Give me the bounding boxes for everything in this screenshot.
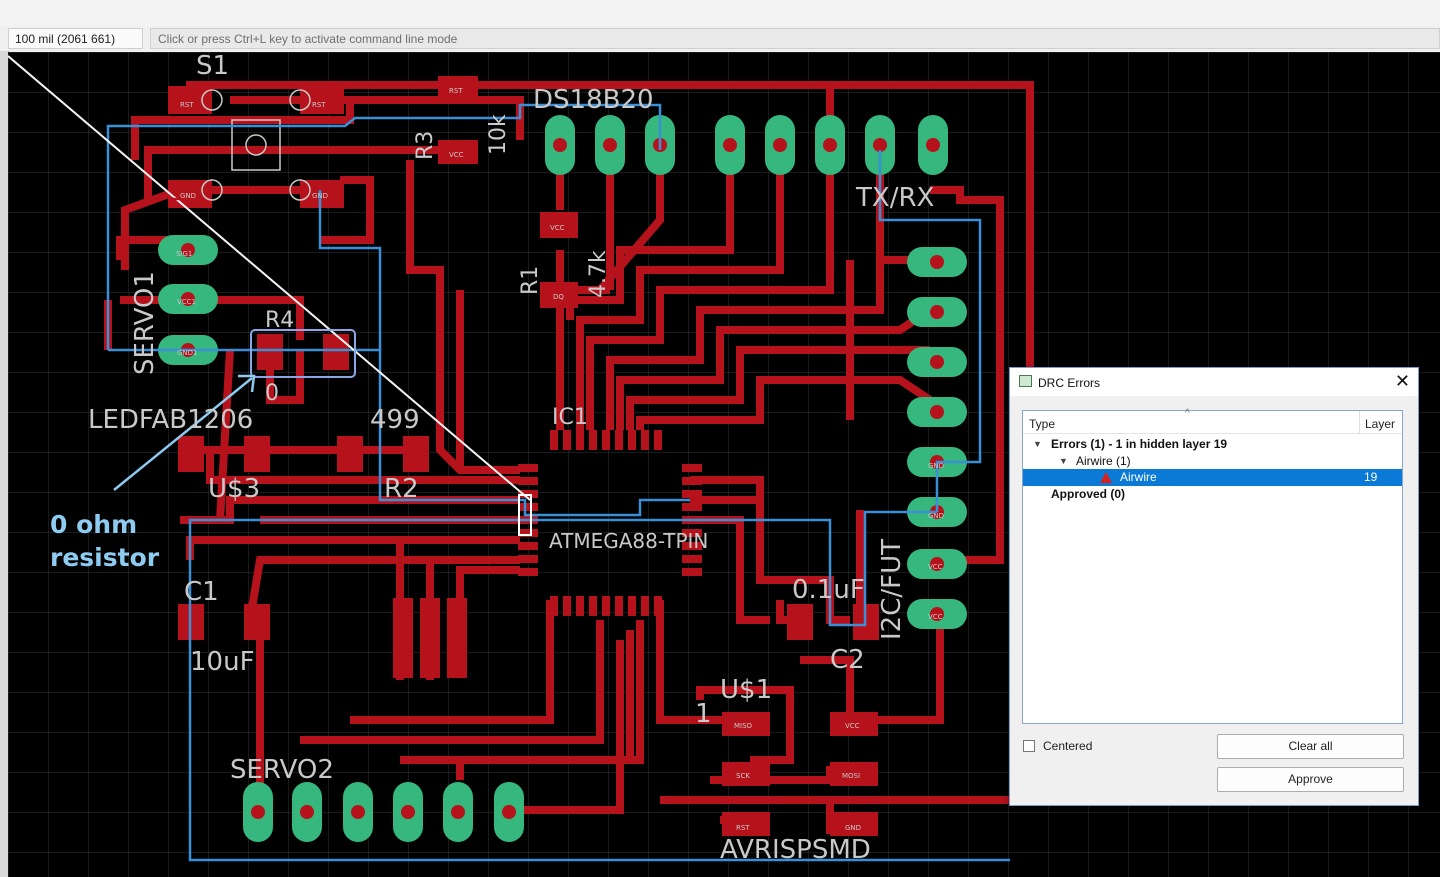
ratsnest-line [8, 55, 531, 501]
label-10k: 10k [486, 114, 511, 155]
dialog-titlebar: DRC Errors ✕ [1010, 368, 1418, 396]
label-r4: R4 [265, 308, 294, 333]
pad-name: VCC [845, 722, 860, 730]
pad-name: GND [928, 462, 944, 470]
pad-name: VCC [928, 563, 943, 571]
label-s1-pin4: 4 [324, 177, 341, 207]
pad-name: GND [928, 512, 944, 520]
tree-layer-value: 19 [1364, 470, 1378, 484]
tree-label-errors: Errors (1) - 1 in hidden layer 19 [1051, 437, 1228, 451]
close-icon[interactable]: ✕ [1394, 371, 1410, 391]
pad-name: GND [180, 192, 196, 200]
label-i2c: I2C/FUT [877, 539, 907, 640]
label-atmega: ATMEGA88-TPIN [549, 529, 708, 553]
label-r2: R2 [384, 474, 419, 504]
label-499: 499 [370, 405, 420, 435]
column-separator[interactable] [1359, 411, 1360, 433]
coordinate-readout: 100 mil (2061 661) [8, 28, 143, 49]
dialog-title: DRC Errors [1038, 376, 1100, 390]
pad-name: VCC1 [177, 298, 196, 306]
label-r3: R3 [413, 131, 438, 160]
pad-name: RST [180, 101, 194, 109]
column-type[interactable]: Type [1029, 417, 1056, 431]
pad-name: SCK [736, 772, 750, 780]
smd-pads [168, 76, 879, 836]
label-servo2: SERVO2 [230, 755, 334, 785]
warning-icon [1100, 472, 1112, 483]
airwires [106, 103, 1010, 862]
tree-label-airwire-item: Airwire [1120, 470, 1157, 484]
sort-arrow-icon[interactable]: ^ [1185, 408, 1190, 419]
label-ds18b20: DS18B20 [533, 85, 654, 115]
label-txrx: TX/RX [855, 183, 934, 213]
clear-all-button[interactable]: Clear all [1217, 734, 1404, 759]
pad-name: RST [736, 824, 750, 832]
tree-row-airwire-item[interactable]: Airwire 19 [1023, 469, 1402, 486]
label-pin-one: 1 [695, 699, 712, 729]
pad-name: VCC [928, 613, 943, 621]
column-layer[interactable]: Layer [1365, 417, 1396, 431]
menu-toolbar-area [0, 0, 1440, 27]
label-s1: S1 [196, 52, 229, 81]
s1-switch-outline [201, 89, 311, 201]
annotation-arrow [113, 377, 253, 491]
pad-name: VCC [449, 151, 464, 159]
approve-button[interactable]: Approve [1217, 767, 1404, 792]
tree-label-airwire-group: Airwire (1) [1076, 454, 1131, 468]
label-s1-pin3: 3 [170, 177, 187, 207]
label-ledfab: LEDFAB1206 [88, 405, 253, 435]
list-header: ^ Type Layer [1023, 408, 1402, 434]
label-01uf: 0.1uF [792, 575, 865, 605]
drc-error-list[interactable]: ^ Type Layer ▼ Errors (1) - 1 in hidden … [1022, 408, 1403, 724]
pad-name: MOSI [842, 772, 860, 780]
label-s1-pin2: 2 [324, 87, 341, 117]
through-hole-pads [158, 115, 967, 842]
drc-app-icon [1019, 375, 1032, 387]
pad-name: VCC [550, 224, 565, 232]
label-r1: R1 [518, 266, 543, 295]
pad-name: RST [312, 101, 326, 109]
label-4-7k: 4.7k [586, 250, 611, 298]
pad-name: DQ [553, 293, 564, 301]
pad-name: GND1 [177, 349, 198, 357]
label-r4-value: 0 [265, 381, 279, 406]
label-us3: U$3 [208, 474, 260, 504]
centered-label[interactable]: Centered [1043, 739, 1093, 753]
tree-expand-icon[interactable]: ▼ [1033, 439, 1042, 449]
tree-row-airwire-group[interactable]: ▼ Airwire (1) [1023, 453, 1402, 470]
tree-expand-icon[interactable]: ▼ [1059, 456, 1068, 466]
label-servo1: SERVO1 [130, 271, 160, 375]
label-us1: U$1 [720, 675, 772, 705]
tree-label-approved: Approved (0) [1051, 487, 1126, 501]
pad-name: MISO [734, 722, 753, 730]
pad-name: RST [449, 87, 463, 95]
pad-name: GND [312, 192, 328, 200]
annotation-text-line2: resistor [50, 543, 160, 572]
annotation-arrowhead [238, 374, 256, 393]
label-s1-pin1: 1 [170, 87, 187, 117]
pad-name: GND [845, 824, 861, 832]
drc-errors-dialog: DRC Errors ✕ ^ Type Layer ▼ Errors (1) -… [1009, 367, 1419, 806]
label-c1: C1 [184, 577, 219, 607]
centered-checkbox[interactable] [1023, 740, 1035, 752]
error-marker-box [518, 494, 532, 536]
r4-highlight-box [250, 329, 356, 378]
annotation-text-line1: 0 ohm [50, 510, 138, 539]
command-line-input[interactable]: Click or press Ctrl+L key to activate co… [150, 28, 1440, 49]
label-ic1: IC1 [552, 405, 588, 430]
tree-row-approved[interactable]: Approved (0) [1023, 486, 1402, 503]
tree-row-errors[interactable]: ▼ Errors (1) - 1 in hidden layer 19 [1023, 436, 1402, 453]
pad-name: SIG1 [176, 250, 192, 258]
label-c2: C2 [830, 645, 865, 675]
label-10uf: 10uF [190, 647, 255, 677]
label-avrisp: AVRISPSMD [720, 835, 871, 865]
